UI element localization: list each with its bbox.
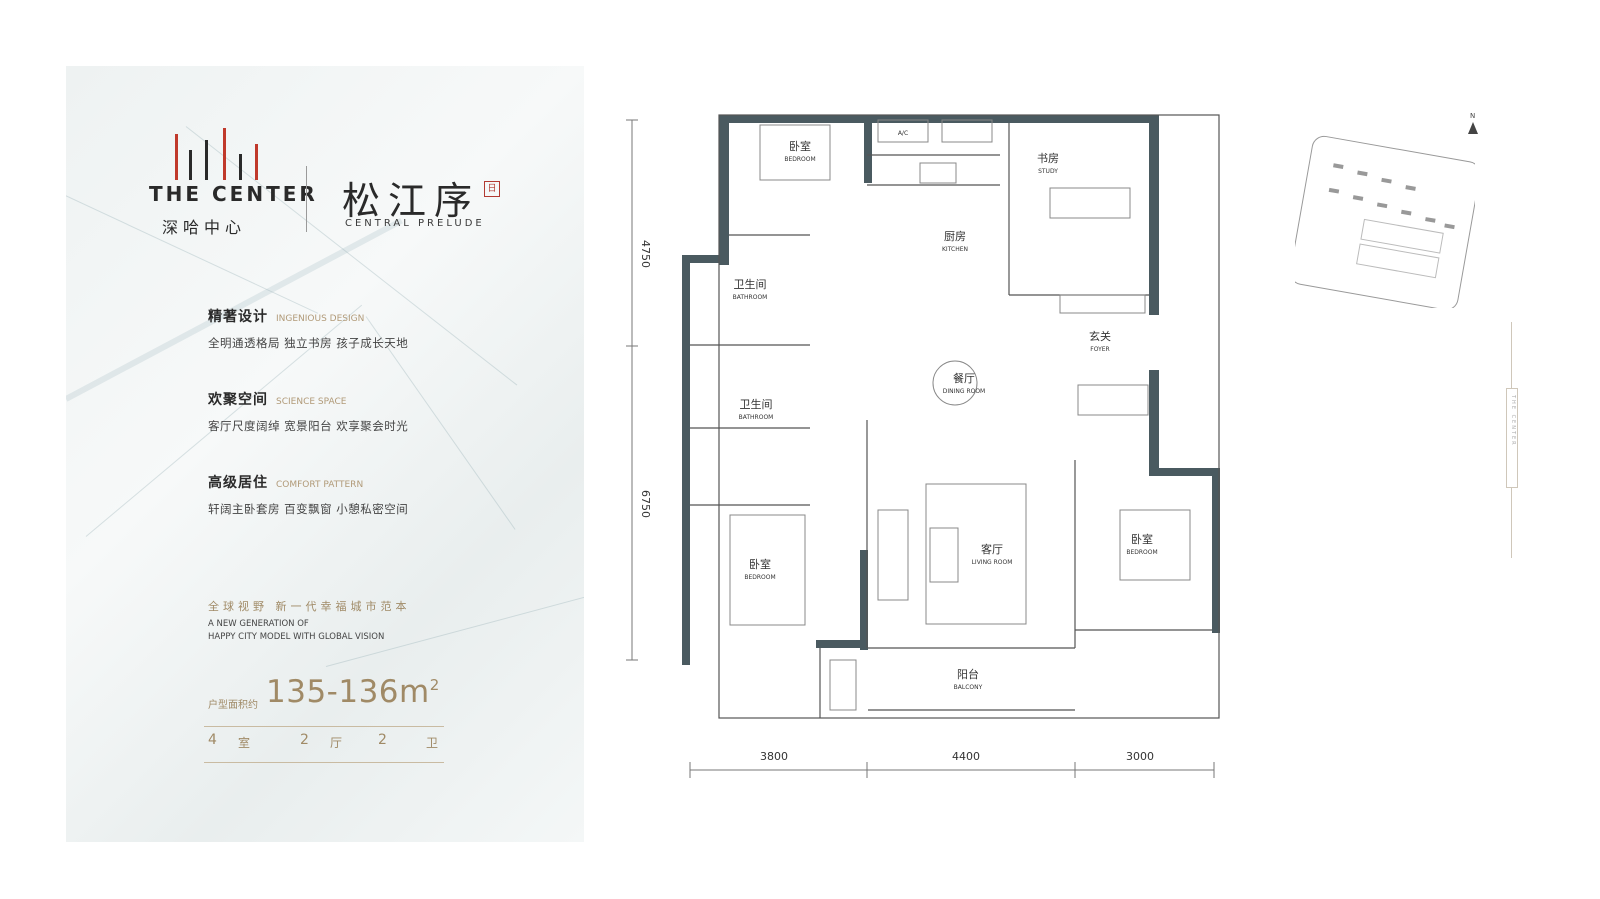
deco-box: THE CENTER xyxy=(1506,388,1518,488)
room-foyer: 玄关 xyxy=(1089,329,1111,343)
dim-left-bottom: 6750 xyxy=(639,490,652,518)
room-bedroom-3-en: BEDROOM xyxy=(1126,549,1157,556)
room-balcony-en: BALCONY xyxy=(954,684,983,691)
feature-comfort: 高级居住 COMFORT PATTERN 轩阔主卧套房 百变飘窗 小憩私密空间 xyxy=(208,472,408,517)
dim-left-top: 4750 xyxy=(639,240,652,268)
slogan-en-line1: A NEW GENERATION OF xyxy=(208,619,309,629)
slogan-en-line2: HAPPY CITY MODEL WITH GLOBAL VISION xyxy=(208,632,385,642)
divider-rule xyxy=(204,762,444,763)
room-living-en: LIVING ROOM xyxy=(972,559,1013,566)
feature-desc: 全明通透格局 独立书房 孩子成长天地 xyxy=(208,336,409,350)
room-bathroom-1-en: BATHROOM xyxy=(733,294,768,301)
dimension-lines xyxy=(626,119,1215,778)
feature-desc: 客厅尺度阔绰 宽景阳台 欢享聚会时光 xyxy=(208,419,409,433)
ac-label: A/C xyxy=(898,130,908,137)
feature-space: 欢聚空间 SCIENCE SPACE 客厅尺度阔绰 宽景阳台 欢享聚会时光 xyxy=(208,389,408,434)
dim-bottom-1: 3800 xyxy=(760,750,788,763)
feature-title-en: SCIENCE SPACE xyxy=(276,397,347,407)
room-bathroom-2: 卫生间 xyxy=(740,397,773,411)
logo-cn: 深哈中心 xyxy=(162,218,247,237)
walls xyxy=(682,115,1220,665)
logo-en: THE CENTER xyxy=(149,182,318,206)
room-study-en: STUDY xyxy=(1038,168,1058,175)
feature-title: 欢聚空间 xyxy=(208,392,268,408)
project-seal: 日 xyxy=(484,181,500,197)
room-bedroom-3: 卧室 xyxy=(1131,532,1153,546)
room-dining: 餐厅 xyxy=(953,371,975,385)
room-bathroom-2-en: BATHROOM xyxy=(739,414,774,421)
bedroom-count: 4 xyxy=(208,732,217,748)
brand-divider xyxy=(306,166,307,232)
feature-title-en: INGENIOUS DESIGN xyxy=(276,314,365,324)
north-arrow-icon xyxy=(1468,122,1478,134)
project-name-cn: 松江序 xyxy=(342,179,481,223)
room-kitchen: 厨房 xyxy=(944,230,966,243)
logo-bars-icon xyxy=(161,128,271,180)
room-bedroom-1: 卧室 xyxy=(789,139,811,153)
project-name-en: CENTRAL PRELUDE xyxy=(345,218,485,229)
area-number: 135-136m xyxy=(266,674,430,710)
room-bedroom-2-en: BEDROOM xyxy=(744,574,775,581)
furniture xyxy=(729,119,1191,711)
north-label: N xyxy=(1470,112,1476,120)
feature-title: 精著设计 xyxy=(208,309,268,325)
area-unit-sup: 2 xyxy=(429,676,440,694)
divider-rule xyxy=(204,726,444,727)
room-dining-en: DINING ROOM xyxy=(943,388,985,395)
feature-title: 高级居住 xyxy=(208,475,268,491)
feature-title-en: COMFORT PATTERN xyxy=(276,480,364,490)
room-living: 客厅 xyxy=(981,542,1003,556)
info-panel: THE CENTER 深哈中心 松江序 日 CENTRAL PRELUDE 精著… xyxy=(66,66,584,842)
room-study: 书房 xyxy=(1037,152,1059,165)
feature-design: 精著设计 INGENIOUS DESIGN 全明通透格局 独立书房 孩子成长天地 xyxy=(208,306,408,351)
floor-plan: 4750 6750 3800 4400 3000 xyxy=(626,114,1220,778)
bath-unit: 卫 xyxy=(426,736,439,750)
bedroom-unit: 室 xyxy=(238,736,251,750)
room-bedroom-1-en: BEDROOM xyxy=(784,156,815,163)
room-kitchen-en: KITCHEN xyxy=(942,246,968,253)
area-label: 户型面积约 xyxy=(208,700,258,711)
dim-bottom-3: 3000 xyxy=(1126,750,1154,763)
hall-unit: 厅 xyxy=(330,736,343,750)
feature-desc: 轩阔主卧套房 百变飘窗 小憩私密空间 xyxy=(208,502,409,516)
key-plan xyxy=(1295,135,1475,308)
slogan-cn: 全球视野 新一代幸福城市范本 xyxy=(208,600,411,613)
dim-bottom-2: 4400 xyxy=(952,750,980,763)
room-bathroom-1: 卫生间 xyxy=(734,277,767,291)
area-value: 135-136m2 xyxy=(266,674,440,710)
bath-count: 2 xyxy=(378,732,387,748)
hall-count: 2 xyxy=(300,732,309,748)
room-balcony: 阳台 xyxy=(957,667,979,681)
slogan-en: A NEW GENERATION OF HAPPY CITY MODEL WIT… xyxy=(208,618,384,644)
deco-text: THE CENTER xyxy=(1510,395,1516,447)
room-foyer-en: FOYER xyxy=(1090,346,1109,353)
room-bedroom-2: 卧室 xyxy=(749,557,771,571)
